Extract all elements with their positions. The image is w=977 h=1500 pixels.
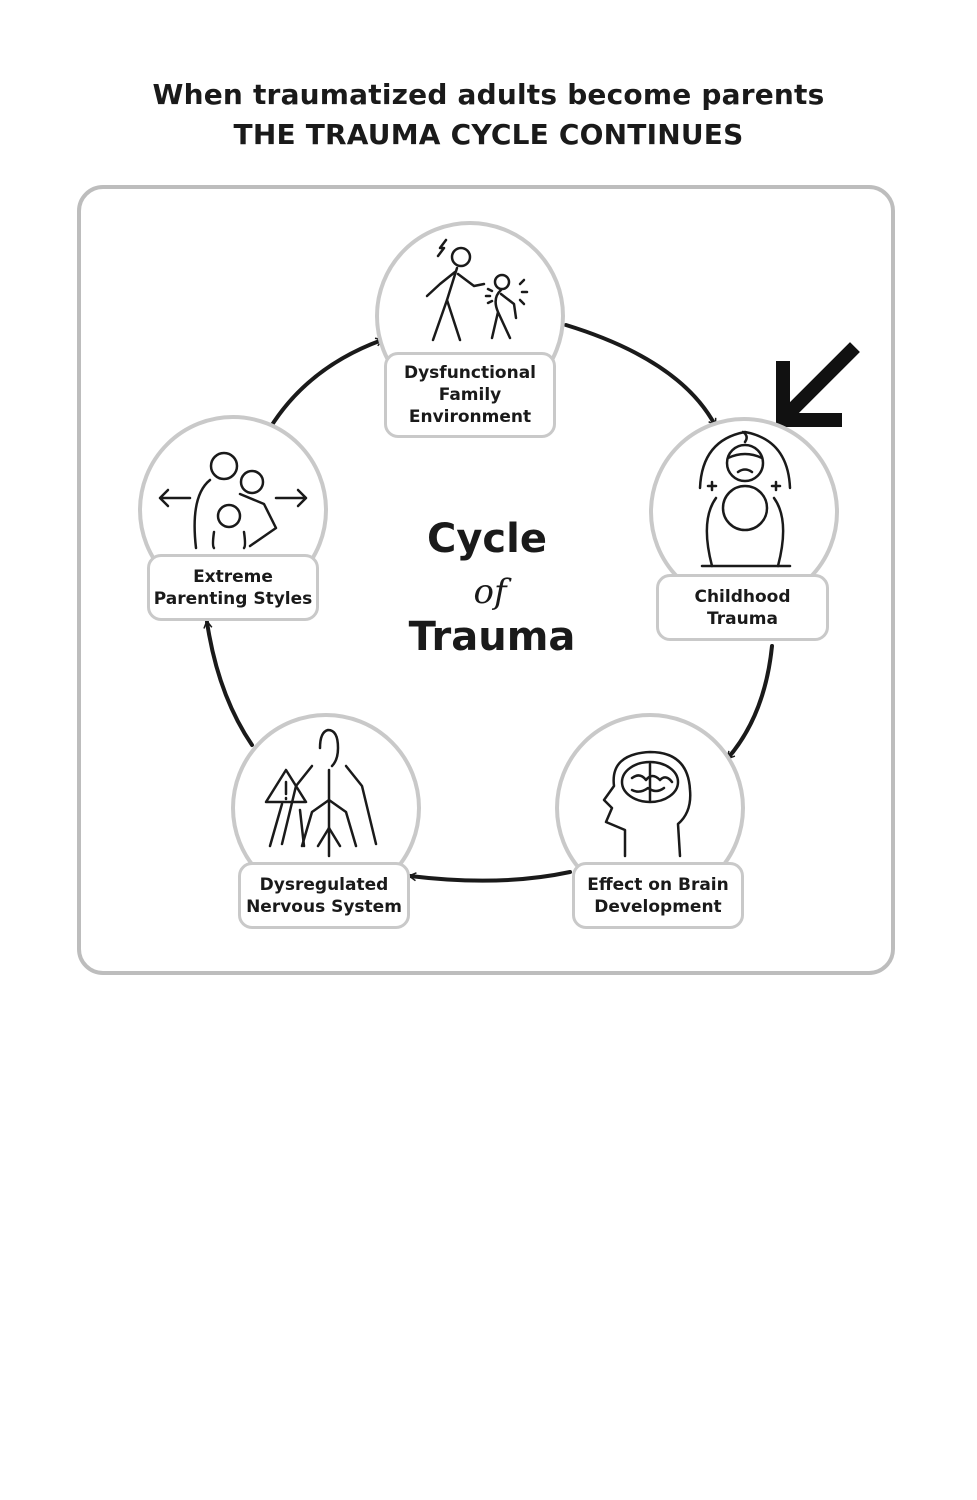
- node-label-parenting-styles: Extreme Parenting Styles: [147, 554, 319, 621]
- head-brain-icon: [602, 750, 692, 858]
- node-label-childhood-trauma: Childhood Trauma: [656, 574, 829, 641]
- node-label-dysfunctional-family: Dysfunctional Family Environment: [384, 352, 556, 438]
- arrow-nervous-to-parenting: [203, 619, 254, 747]
- header-subtitle: THE TRAUMA CYCLE CONTINUES: [233, 118, 744, 151]
- nervous-system-warning-icon: [264, 728, 378, 858]
- distressed-child-icon: [698, 430, 792, 568]
- cycle-arrows: [203, 323, 774, 883]
- node-label-brain-development: Effect on Brain Development: [572, 862, 744, 929]
- center-title-cycle: Cycle: [427, 516, 547, 562]
- header-title: When traumatized adults become parents: [152, 78, 825, 111]
- center-title-of: of: [473, 572, 507, 612]
- family-arrows-icon: [158, 451, 308, 550]
- arrow-family-to-childhood: [564, 323, 717, 428]
- arrow-childhood-to-brain: [726, 644, 774, 760]
- arrow-brain-to-nervous: [407, 870, 572, 883]
- arrow-parenting-to-family: [268, 337, 385, 430]
- adult-yelling-at-child-icon: [425, 238, 529, 342]
- center-title-trauma: Trauma: [408, 614, 576, 660]
- node-label-nervous-system: Dysregulated Nervous System: [238, 862, 410, 929]
- pointer-arrow: [776, 342, 860, 427]
